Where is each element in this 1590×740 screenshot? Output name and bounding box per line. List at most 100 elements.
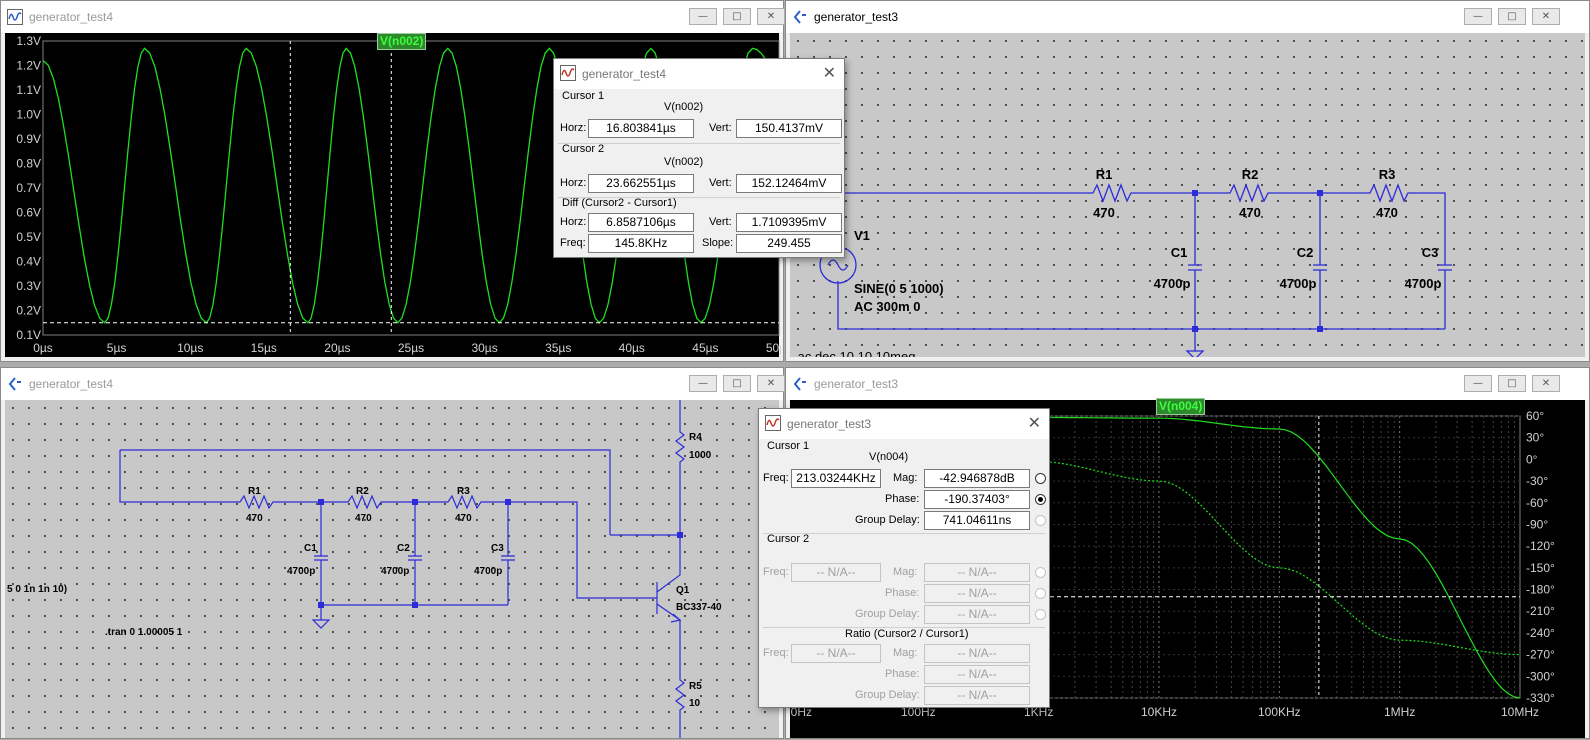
c2-mag-field[interactable]: -- N/A-- [924, 563, 1030, 582]
maximize-button[interactable]: □ [723, 8, 751, 25]
y-tick-label: -240° [1526, 626, 1555, 640]
group-delay-radio[interactable] [1035, 515, 1046, 526]
diff-slope-field[interactable]: 249.455 [736, 234, 842, 253]
c2-gd-radio[interactable] [1035, 609, 1046, 620]
x-tick-label: 10MHz [1501, 705, 1539, 719]
c1-phase-field[interactable]: -190.37403° [924, 490, 1030, 509]
ac-schematic[interactable]: R1 470 R2 470 R3 470 C1 4700p C2 4700p C… [790, 33, 1585, 357]
tran-command[interactable]: .tran 0 1.00005 1 [105, 627, 183, 638]
c2-phase-label: Phase: [885, 587, 920, 599]
schematic-window-test4[interactable]: generator_test4 — □ ✕ [0, 367, 785, 739]
close-icon[interactable]: ✕ [1027, 413, 1041, 432]
ratio-freq-field[interactable]: -- N/A-- [791, 644, 881, 663]
cursor1-vert-field[interactable]: 150.4137mV [736, 119, 842, 138]
minimize-button[interactable]: — [689, 375, 717, 392]
cursor1-horz-field[interactable]: 16.803841µs [588, 119, 694, 138]
c2-freq-field[interactable]: -- N/A-- [791, 563, 881, 582]
y-tick-label: 1.0V [16, 108, 41, 122]
label-q1-value: BC337-40 [676, 602, 722, 613]
minimize-button[interactable]: — [1464, 375, 1492, 392]
title-bar[interactable]: generator_test3 — □ ✕ [786, 1, 1589, 33]
maximize-button[interactable]: □ [1498, 375, 1526, 392]
cursor-dialog-transient[interactable]: generator_test4 ✕ Cursor 1 V(n002) Horz:… [553, 58, 845, 258]
c2-phase-field[interactable]: -- N/A-- [924, 584, 1030, 603]
x-tick-label: 30µs [471, 341, 497, 355]
diff-horz-label: Horz: [560, 216, 587, 228]
dialog-title: generator_test3 [787, 417, 872, 431]
cursor2-horz-field[interactable]: 23.662551µs [588, 174, 694, 193]
x-tick-label: 0µs [33, 341, 53, 355]
window-title: generator_test3 [814, 377, 899, 391]
label-c1: C1 [304, 543, 317, 554]
label-source: 5 0 1n 1n 10) [7, 584, 67, 595]
y-tick-label: 30° [1526, 431, 1544, 445]
oscillator-schematic[interactable]: R1 470 R2 470 R3 470 C1 4700p C2 4700p C… [5, 400, 779, 738]
cursor2-vert-field[interactable]: 152.12464mV [736, 174, 842, 193]
waveform-icon [765, 415, 781, 431]
maximize-button[interactable]: □ [1498, 8, 1526, 25]
separator [558, 197, 840, 198]
c1-freq-field[interactable]: 213.03244KHz [791, 469, 881, 488]
y-tick-label: 0° [1526, 452, 1538, 466]
ratio-phase-field[interactable]: -- N/A-- [924, 665, 1030, 684]
dialog-title-bar[interactable]: generator_test3 ✕ [759, 409, 1049, 439]
maximize-button[interactable]: □ [723, 375, 751, 392]
y-tick-label: 0.4V [16, 255, 41, 269]
x-tick-label: 10µs [177, 341, 203, 355]
minimize-button[interactable]: — [689, 8, 717, 25]
c2-mag-radio[interactable] [1035, 567, 1046, 578]
phase-radio[interactable] [1035, 494, 1046, 505]
diff-freq-field[interactable]: 145.8KHz [588, 234, 694, 253]
ratio-heading: Ratio (Cursor2 / Cursor1) [845, 628, 969, 640]
c1-mag-field[interactable]: -42.946878dB [924, 469, 1030, 488]
schematic-window-test3[interactable]: generator_test3 — □ ✕ [785, 0, 1590, 362]
minimize-button[interactable]: — [1464, 8, 1492, 25]
label-r3: R3 [457, 486, 470, 497]
label-c3-value: 4700p [474, 566, 502, 577]
schematic-canvas[interactable]: R1 470 R2 470 R3 470 C1 4700p C2 4700p C… [790, 33, 1585, 357]
c2-gd-field[interactable]: -- N/A-- [924, 605, 1030, 624]
cursor1-heading: Cursor 1 [767, 440, 810, 452]
x-tick-label: 35µs [545, 341, 571, 355]
mag-radio[interactable] [1035, 473, 1046, 484]
y-tick-label: 0.6V [16, 206, 41, 220]
close-button[interactable]: ✕ [1532, 8, 1560, 25]
x-tick-label: 10Hz [790, 705, 812, 719]
y-tick-label: -180° [1526, 583, 1555, 597]
c2-phase-radio[interactable] [1035, 588, 1046, 599]
title-bar[interactable]: generator_test4 — □ ✕ [1, 368, 785, 400]
waveform-plot[interactable]: 1.3V1.2V1.1V1.0V0.9V0.8V0.7V0.6V0.5V0.4V… [5, 33, 781, 359]
title-bar[interactable]: generator_test4 — □ ✕ [1, 1, 785, 33]
ratio-mag-field[interactable]: -- N/A-- [924, 644, 1030, 663]
close-icon[interactable]: ✕ [822, 63, 836, 82]
ratio-mag-label: Mag: [893, 647, 918, 659]
cursor-dialog-ac[interactable]: generator_test3 ✕ Cursor 1 V(n004) Freq:… [758, 408, 1050, 708]
ac-command[interactable]: .ac dec 10 10 10meg [794, 349, 915, 357]
trace-v-n002[interactable] [42, 47, 780, 324]
schematic-icon [793, 10, 806, 24]
cursor1-trace: V(n002) [664, 101, 704, 113]
c2-mag-label: Mag: [893, 566, 918, 578]
title-bar[interactable]: generator_test3 — □ ✕ [786, 368, 1589, 400]
y-tick-label: -120° [1526, 539, 1555, 553]
cursor2-heading: Cursor 2 [767, 533, 810, 545]
x-tick-label: 5µs [107, 341, 127, 355]
close-button[interactable]: ✕ [1532, 375, 1560, 392]
close-button[interactable]: ✕ [757, 375, 785, 392]
close-button[interactable]: ✕ [757, 8, 785, 25]
c1-gd-field[interactable]: 741.04611ns [924, 511, 1030, 530]
cursor1-heading: Cursor 1 [562, 90, 605, 102]
cursor1-trace: V(n004) [869, 451, 909, 463]
diff-vert-field[interactable]: 1.7109395mV [736, 213, 842, 232]
x-tick-label: 100KHz [1258, 705, 1301, 719]
y-tick-label: 1.3V [16, 34, 41, 48]
window-title: generator_test4 [29, 10, 114, 24]
trace-label[interactable]: V(n002) [377, 33, 427, 50]
dialog-title-bar[interactable]: generator_test4 ✕ [554, 59, 844, 89]
ratio-gd-field[interactable]: -- N/A-- [924, 686, 1030, 705]
window-title: generator_test3 [814, 10, 899, 24]
diff-horz-field[interactable]: 6.8587106µs [588, 213, 694, 232]
schematic-canvas[interactable]: R1 470 R2 470 R3 470 C1 4700p C2 4700p C… [5, 400, 779, 738]
label-c2-value: 4700p [381, 566, 409, 577]
trace-label[interactable]: V(n004) [1156, 398, 1206, 415]
